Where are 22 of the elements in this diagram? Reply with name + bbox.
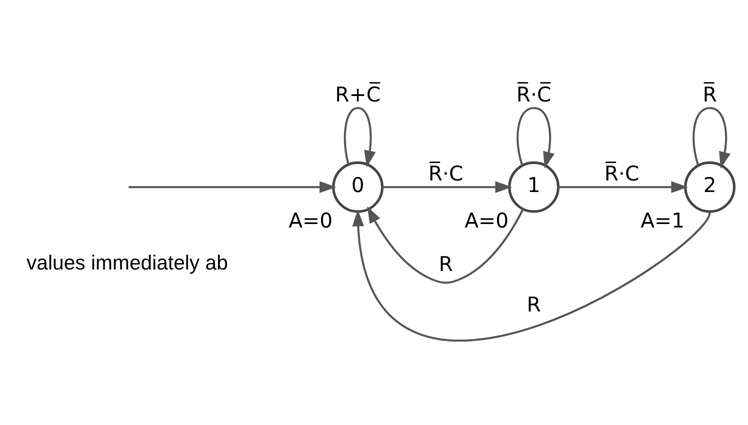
arrow [367, 206, 524, 284]
node-circle: 1 [508, 160, 560, 212]
arrow [692, 106, 730, 168]
arrow [516, 106, 554, 168]
arrow [382, 180, 512, 192]
edge-label: R̅·C [428, 160, 464, 185]
arrow [128, 180, 336, 192]
edge-label: R̅·C [604, 160, 640, 185]
arrow [558, 180, 688, 192]
node-label: A=0 [464, 208, 509, 232]
edge-label: R+C̅ [335, 82, 381, 106]
edge-label: R̅ [702, 82, 717, 106]
label: values immediately ab [26, 252, 228, 274]
node-circle: 2 [684, 160, 736, 212]
arrow [344, 106, 376, 167]
arrow [352, 208, 711, 341]
node-circle: 0 [332, 160, 384, 212]
edge-label: R [526, 292, 541, 316]
node-label: A=1 [640, 208, 685, 232]
edge-label: R̅·C̅ [516, 82, 552, 106]
edge-label: R [438, 251, 453, 276]
node-label: A=0 [288, 208, 333, 232]
